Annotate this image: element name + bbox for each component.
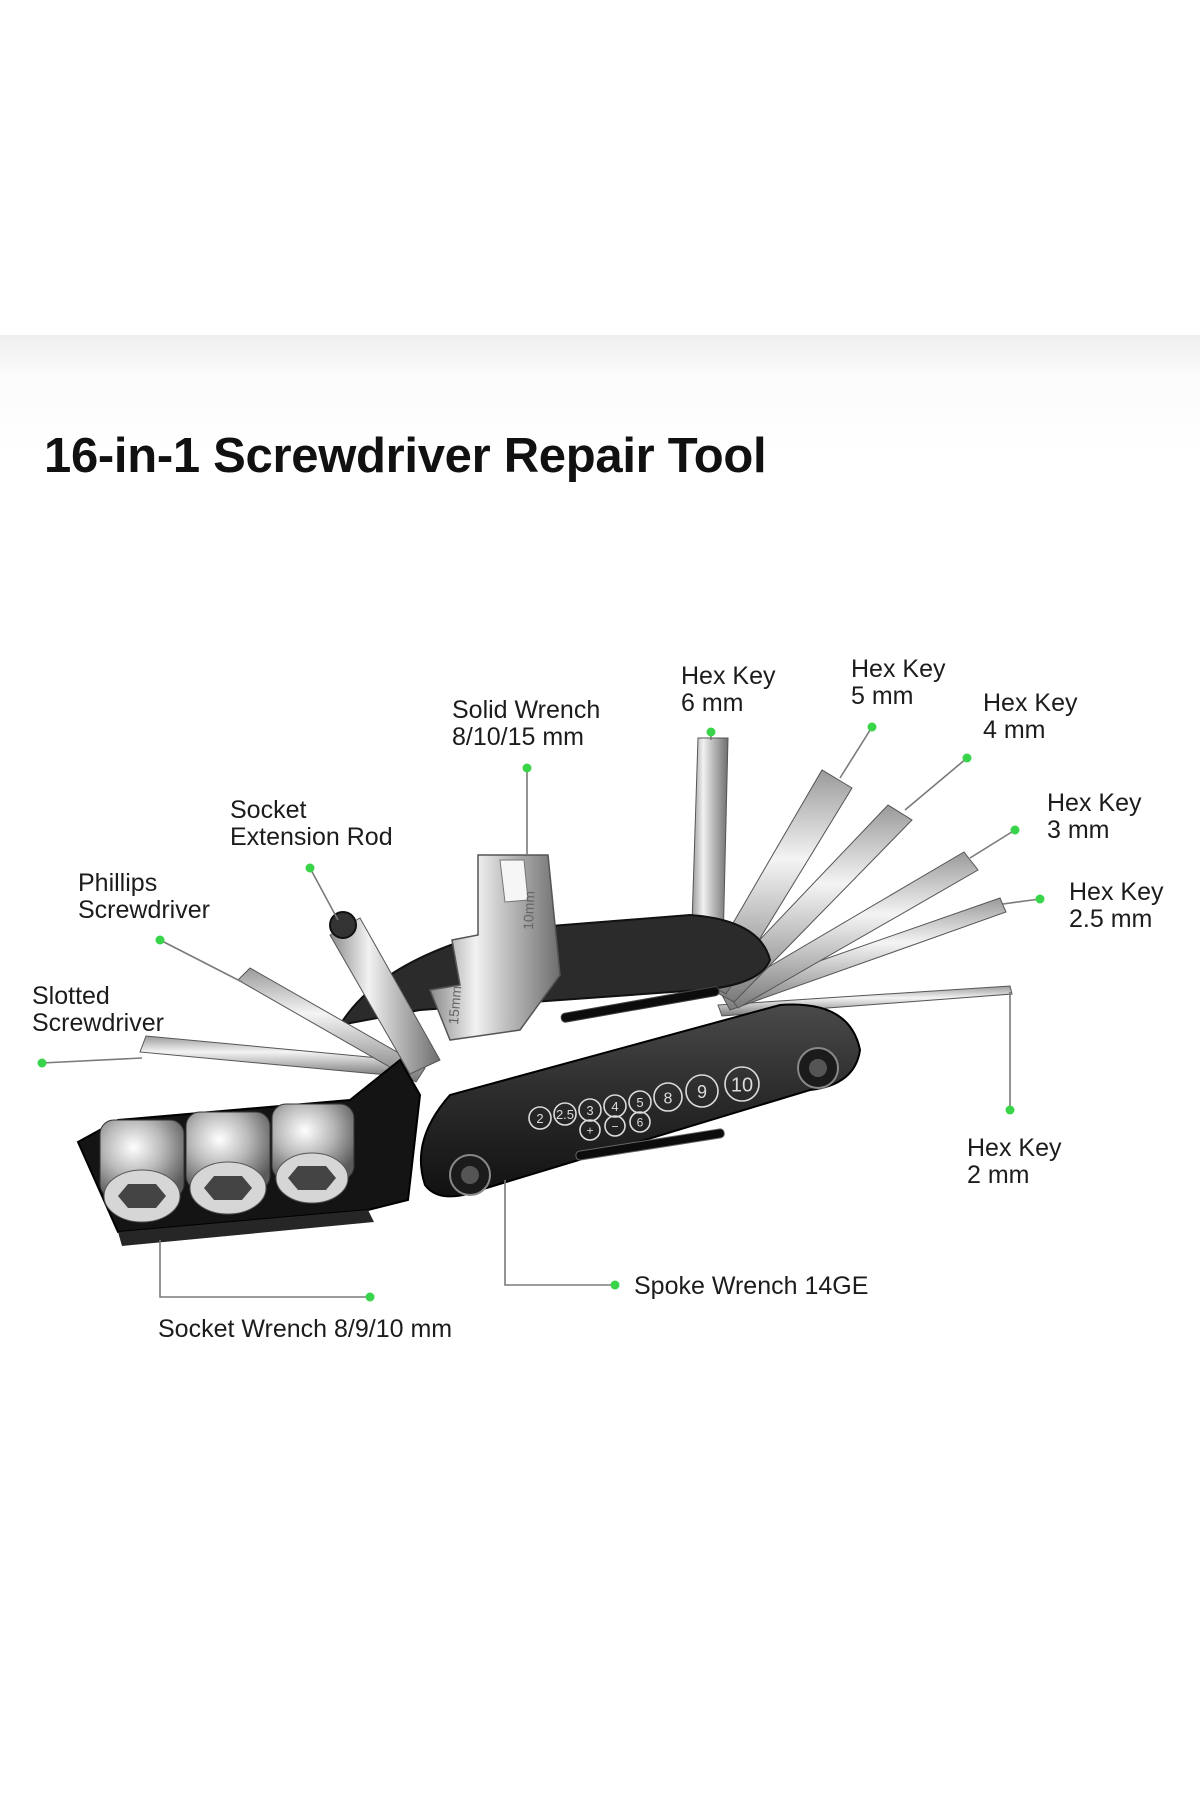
size-mark-0: 2 (536, 1111, 543, 1126)
callout-line-slotted (41, 1057, 143, 1064)
size-mark-3: 4 (611, 1099, 618, 1114)
size-mark-2: 3 (586, 1103, 593, 1118)
callout-lines (41, 726, 1041, 1298)
hex-key-2-5mm (721, 897, 1007, 1011)
size-mark-ring (553, 1102, 577, 1126)
callout-line-extension (309, 867, 339, 921)
callout-line-spoke (504, 1180, 615, 1286)
size-mark-ring (604, 1115, 626, 1137)
size-mark-ring (579, 1119, 601, 1141)
label-socket-wrench: Socket Wrench 8/9/10 mm (158, 1315, 453, 1343)
size-mark-ring (629, 1111, 651, 1133)
size-mark-1: 2.5 (556, 1107, 574, 1122)
page-title: 16-in-1 Screwdriver Repair Tool (44, 429, 767, 483)
size-mark-7: 10 (731, 1075, 753, 1097)
socket-8mm (99, 1119, 185, 1223)
socket-10mm (271, 1103, 355, 1204)
phillips-screwdriver (237, 967, 426, 1083)
size-mark-10: 6 (637, 1116, 644, 1130)
callout-dots (37, 722, 1045, 1302)
tool-body-front: 2 2.5 3 4 5 8 9 10 + − 6 (419, 986, 862, 1198)
socket-tray (76, 1058, 422, 1246)
callout-line-phillips (159, 939, 243, 983)
size-mark-ring (685, 1074, 719, 1108)
wrench-engraving-b: 15mm (445, 985, 464, 1025)
callout-line-hex5 (839, 726, 873, 779)
size-mark-ring (724, 1066, 760, 1102)
callout-line-hex25 (1002, 898, 1041, 905)
solid-wrench: 10mm 15mm (428, 854, 561, 1041)
label-spoke-wrench: Spoke Wrench 14GE (634, 1272, 869, 1300)
size-mark-6: 9 (697, 1082, 707, 1102)
size-mark-8: + (586, 1124, 593, 1138)
size-markings: 2 2.5 3 4 5 8 9 10 + − 6 (528, 1066, 760, 1141)
hex-key-3mm (725, 851, 979, 1009)
callout-line-hex4 (904, 757, 968, 811)
callout-line-hex3 (969, 829, 1016, 859)
size-mark-ring (528, 1106, 552, 1130)
wrench-engraving-a: 10mm (520, 891, 537, 930)
size-mark-5: 8 (664, 1090, 673, 1107)
size-mark-9: − (611, 1120, 618, 1134)
size-mark-ring (603, 1094, 627, 1118)
socket-9mm (185, 1111, 271, 1215)
size-mark-ring (653, 1082, 683, 1112)
size-mark-ring (628, 1090, 652, 1114)
size-mark-ring (578, 1098, 602, 1122)
callout-line-socket (159, 1240, 370, 1298)
size-mark-4: 5 (636, 1095, 643, 1110)
screwdriver-bits (139, 911, 441, 1083)
